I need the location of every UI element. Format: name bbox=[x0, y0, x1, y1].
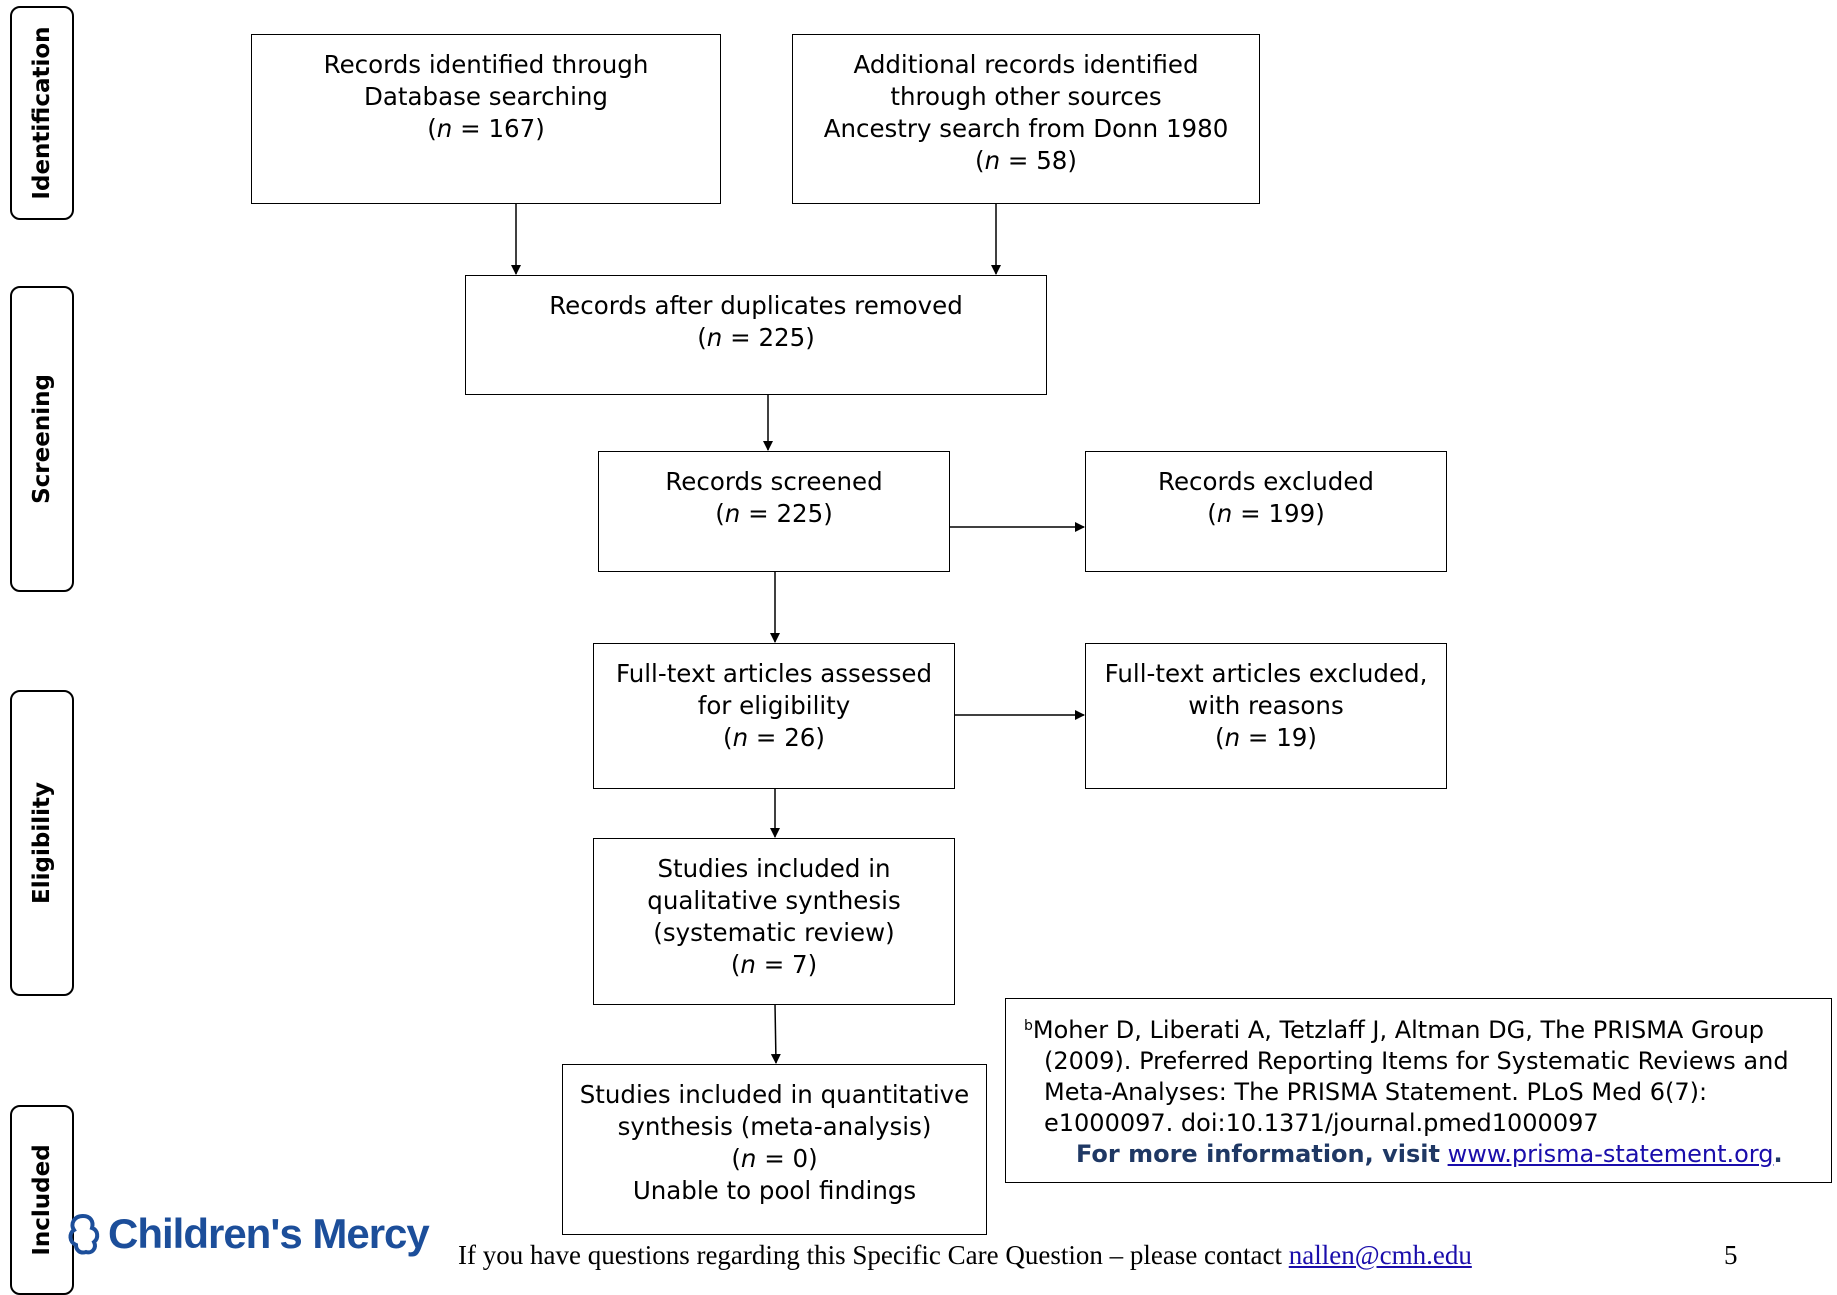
more-info-label: For more information, visit bbox=[1076, 1140, 1440, 1168]
stage-tab-included: Included bbox=[10, 1105, 74, 1295]
box-count: (n = 7) bbox=[730, 950, 818, 979]
reference-line-1: bMoher D, Liberati A, Tetzlaff J, Altman… bbox=[1024, 1011, 1821, 1046]
box-count: (n = 0) bbox=[731, 1144, 818, 1173]
box-line: Records after duplicates removed bbox=[549, 291, 963, 320]
box-count: (n = 58) bbox=[975, 146, 1077, 175]
footer-text: If you have questions regarding this Spe… bbox=[458, 1240, 1283, 1270]
reference-superscript: b bbox=[1024, 1018, 1033, 1034]
box-line: Full-text articles excluded, bbox=[1104, 659, 1428, 688]
n-symbol: n bbox=[724, 499, 741, 528]
box-line: Additional records identified bbox=[853, 50, 1199, 79]
box-count: (n = 225) bbox=[715, 499, 833, 528]
box-line: Database searching bbox=[364, 82, 608, 111]
count-value: = 199) bbox=[1240, 499, 1325, 528]
n-symbol: n bbox=[1224, 723, 1241, 752]
count-value: = 58) bbox=[1007, 146, 1077, 175]
box-line: Records identified through bbox=[323, 50, 649, 79]
box-line: (systematic review) bbox=[653, 918, 895, 947]
page-number: 5 bbox=[1724, 1240, 1738, 1270]
box-count: (n = 19) bbox=[1215, 723, 1317, 752]
box-database-records: Records identified through Database sear… bbox=[251, 34, 721, 204]
box-line: Records screened bbox=[665, 467, 883, 496]
box-count: (n = 225) bbox=[697, 323, 815, 352]
box-line: for eligibility bbox=[697, 691, 851, 720]
prisma-link[interactable]: www.prisma-statement.org bbox=[1447, 1140, 1774, 1168]
reference-line-4: e1000097. doi:10.1371/journal.pmed100009… bbox=[1044, 1109, 1599, 1137]
box-line: with reasons bbox=[1188, 691, 1344, 720]
reference-text-1: Moher D, Liberati A, Tetzlaff J, Altman … bbox=[1032, 1016, 1765, 1044]
box-after-duplicates: Records after duplicates removed (n = 22… bbox=[465, 275, 1047, 395]
box-line: Records excluded bbox=[1158, 467, 1374, 496]
n-symbol: n bbox=[984, 146, 1001, 175]
box-count: (n = 167) bbox=[427, 114, 545, 143]
n-symbol: n bbox=[740, 950, 756, 979]
n-symbol: n bbox=[1216, 499, 1233, 528]
box-line: Studies included in quantitative bbox=[579, 1080, 970, 1109]
count-value: = 26) bbox=[755, 723, 825, 752]
stage-tab-screening: Screening bbox=[10, 286, 74, 592]
box-line: Unable to pool findings bbox=[632, 1176, 917, 1205]
logo-text: Children's Mercy bbox=[108, 1210, 430, 1257]
box-records-screened: Records screened (n = 225) bbox=[598, 451, 950, 572]
box-other-sources: Additional records identified through ot… bbox=[792, 34, 1260, 204]
stage-tab-identification: Identification bbox=[10, 6, 74, 220]
count-value: = 19) bbox=[1247, 723, 1317, 752]
childrens-mercy-logo: Children's Mercy bbox=[66, 1210, 430, 1258]
box-count: (n = 199) bbox=[1207, 499, 1325, 528]
box-fulltext-assessed: Full-text articles assessed for eligibil… bbox=[593, 643, 955, 789]
box-quantitative-synthesis: Studies included in quantitative synthes… bbox=[562, 1064, 987, 1235]
reference-line-2: (2009). Preferred Reporting Items for Sy… bbox=[1044, 1047, 1789, 1075]
footer-email-link[interactable]: nallen@cmh.edu bbox=[1288, 1240, 1472, 1270]
box-line: qualitative synthesis bbox=[647, 886, 901, 915]
n-symbol: n bbox=[706, 323, 723, 352]
n-symbol: n bbox=[740, 1144, 757, 1173]
box-line: Full-text articles assessed bbox=[615, 659, 933, 688]
reference-box: bMoher D, Liberati A, Tetzlaff J, Altman… bbox=[1005, 998, 1832, 1183]
n-symbol: n bbox=[436, 114, 453, 143]
box-records-excluded: Records excluded (n = 199) bbox=[1085, 451, 1447, 572]
reference-line-3: Meta-Analyses: The PRISMA Statement. PLo… bbox=[1044, 1078, 1708, 1106]
logo-mark-icon bbox=[68, 1213, 100, 1255]
footer-contact: If you have questions regarding this Spe… bbox=[458, 1240, 1472, 1271]
count-value: = 225) bbox=[748, 499, 833, 528]
more-info-period: . bbox=[1773, 1140, 1783, 1168]
box-line: synthesis (meta-analysis) bbox=[617, 1112, 932, 1141]
n-symbol: n bbox=[732, 723, 749, 752]
count-value: = 167) bbox=[460, 114, 545, 143]
box-line: Studies included in bbox=[657, 854, 891, 883]
count-value: = 7) bbox=[763, 950, 818, 979]
arrow-qualitative-to-quantitative bbox=[770, 1003, 781, 1064]
box-fulltext-excluded: Full-text articles excluded, with reason… bbox=[1085, 643, 1447, 789]
box-line: through other sources bbox=[890, 82, 1162, 111]
stage-tab-eligibility: Eligibility bbox=[10, 690, 74, 996]
box-line: Ancestry search from Donn 1980 bbox=[823, 114, 1229, 143]
more-info: For more information, visit www.prisma-s… bbox=[1024, 1139, 1821, 1170]
box-qualitative-synthesis: Studies included in qualitative synthesi… bbox=[593, 838, 955, 1005]
count-value: = 0) bbox=[764, 1144, 818, 1173]
box-count: (n = 26) bbox=[723, 723, 825, 752]
count-value: = 225) bbox=[730, 323, 815, 352]
